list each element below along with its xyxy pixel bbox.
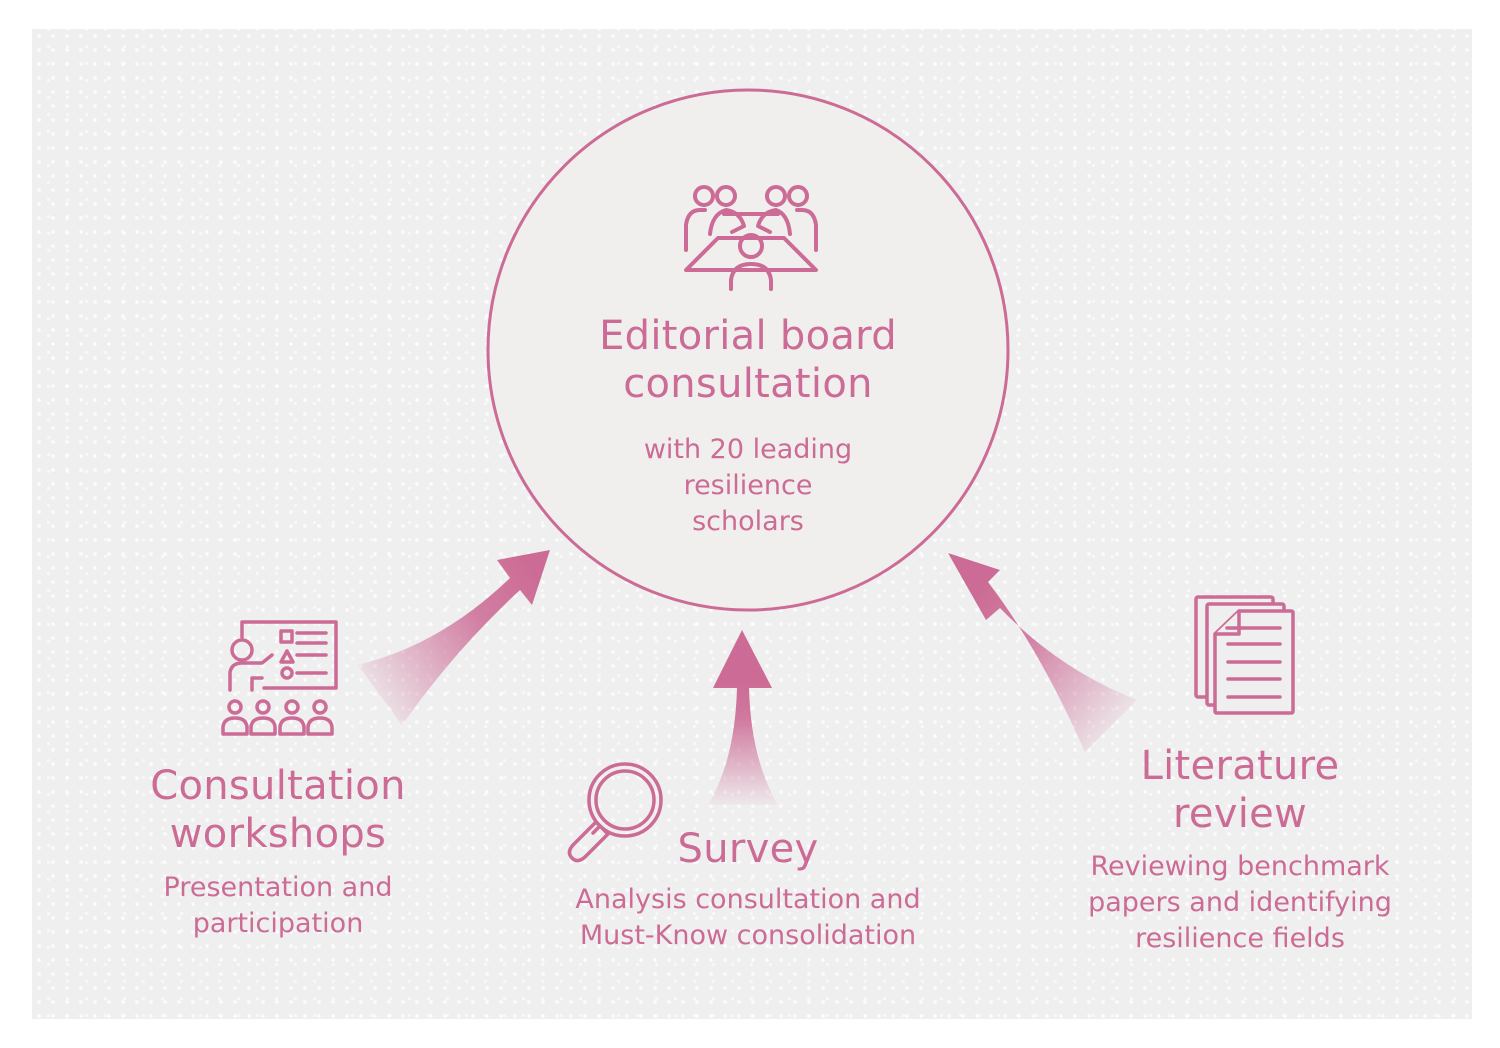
survey-subtitle: Analysis consultation and Must-Know cons…: [575, 884, 921, 951]
center-subtitle: with 20 leading resilience scholars: [643, 434, 853, 537]
documents-stack-icon: [1194, 595, 1295, 715]
center-circle: [486, 88, 1010, 612]
arrow-up-right-icon: [358, 550, 550, 725]
arrow-up-icon: [708, 630, 778, 805]
survey-title: Survey: [677, 826, 819, 872]
center-title: Editorial board consultation: [599, 313, 897, 407]
workshops-subtitle: Presentation and participation: [163, 872, 393, 939]
magnifying-glass-icon: [567, 762, 663, 863]
meeting-table-icon: [684, 185, 818, 291]
workshops-title: Consultation workshops: [150, 763, 406, 857]
arrow-up-left-icon: [948, 553, 1137, 752]
literature-subtitle: Reviewing benchmark papers and identifyi…: [1088, 851, 1392, 954]
presentation-audience-icon: [221, 620, 338, 736]
literature-title: Literature review: [1140, 743, 1340, 837]
